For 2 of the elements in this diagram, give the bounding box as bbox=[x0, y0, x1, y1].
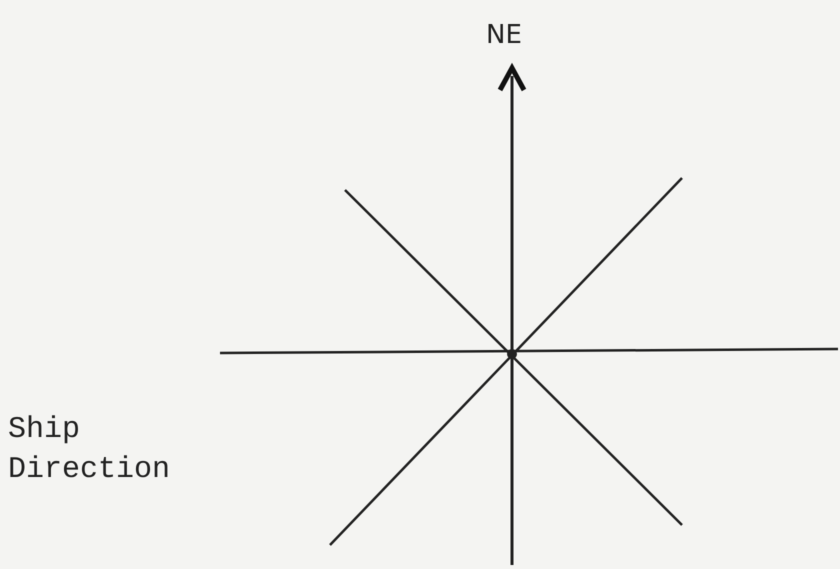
caption-text: Ship Direction bbox=[8, 412, 172, 489]
direction-label: NE bbox=[486, 20, 522, 50]
